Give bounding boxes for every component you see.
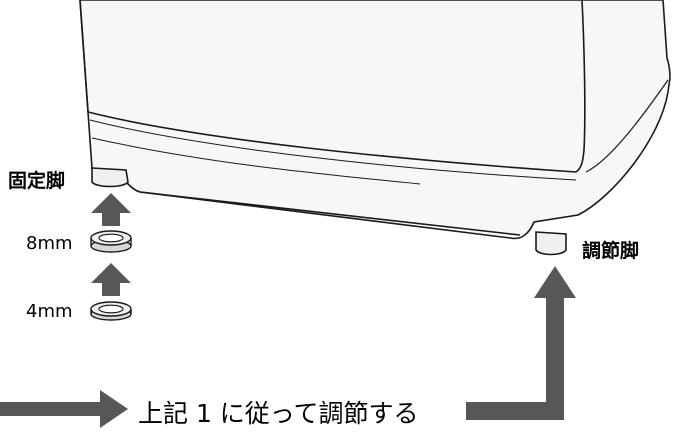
- up-arrow-8mm: [91, 193, 131, 226]
- cabinet-side-line: [585, 79, 669, 173]
- instruction-arrow-left: [0, 390, 128, 428]
- spacer-8mm-label: 8mm: [26, 233, 73, 254]
- instruction-text: 上記 1 に従って調節する: [138, 399, 419, 428]
- adjustable-foot-label: 調節脚: [582, 240, 640, 262]
- cabinet-bottom-edge: [139, 191, 521, 236]
- spacer-8mm: [90, 230, 132, 253]
- cabinet-base-line: [91, 137, 421, 185]
- fixed-foot-label: 固定脚: [8, 170, 66, 192]
- instruction-arrow-to-foot: [466, 266, 576, 420]
- up-arrow-4mm: [91, 263, 131, 296]
- washer-cabinet: [79, 0, 671, 240]
- adjustable-foot: [535, 231, 567, 256]
- fixed-foot: [91, 167, 129, 188]
- cabinet-left-edge: [79, 0, 89, 113]
- cabinet-front-rim: [87, 111, 577, 173]
- cabinet-front-rim-inner: [89, 119, 577, 181]
- spacer-4mm-label: 4mm: [26, 301, 73, 322]
- spacer-4mm: [90, 301, 132, 321]
- cabinet-right-edge: [575, 0, 586, 173]
